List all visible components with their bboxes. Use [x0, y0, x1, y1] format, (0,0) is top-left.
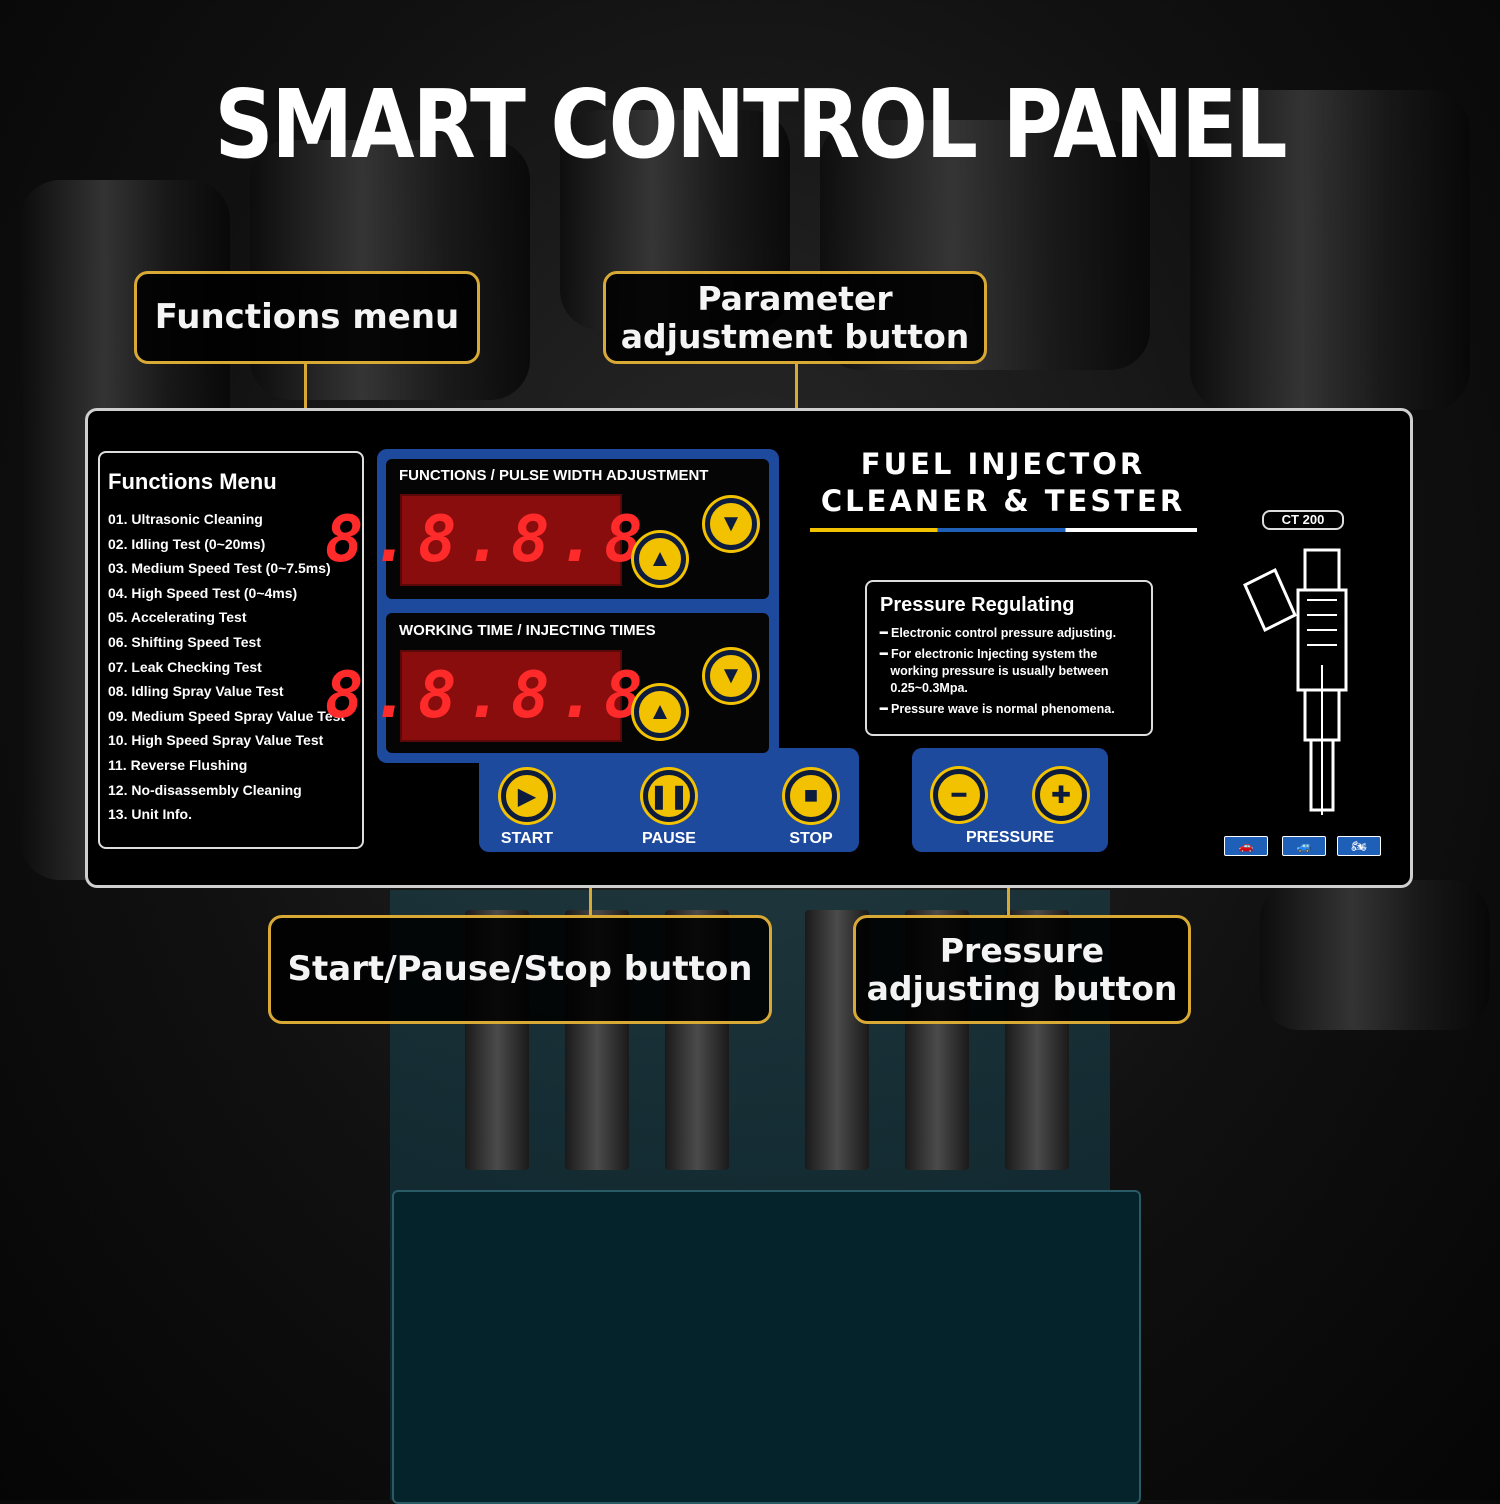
up-arrow-icon: ▲ [648, 545, 672, 572]
suv-icon: 🚙 [1282, 836, 1326, 856]
callout-pressure-line2: adjusting button [866, 968, 1178, 1008]
time-down-button[interactable]: ▼ [705, 650, 757, 702]
callout-pressure-adjusting: Pressure adjusting button [853, 915, 1191, 1024]
callout-functions-menu-text: Functions menu [154, 296, 460, 337]
brand-line1: FUEL INJECTOR [860, 447, 1146, 481]
menu-item: 05. Accelerating Test [108, 609, 247, 626]
pressure-info-line: ━ Pressure wave is normal phenomena. [880, 702, 1115, 716]
callout-functions-menu: Functions menu [134, 271, 480, 364]
function-led-display: 8.8.8.8. [325, 494, 689, 586]
down-arrow-icon: ▼ [719, 510, 743, 537]
machine-mini-panel [392, 1190, 1141, 1504]
functions-menu: Functions Menu 01. Ultrasonic Cleaning 0… [98, 451, 364, 849]
start-button[interactable]: ▶ [501, 770, 553, 822]
motorcycle-icon: 🏍 [1337, 836, 1381, 856]
model-badge: CT 200 [1262, 510, 1344, 530]
pressure-info-line: 0.25~0.3Mpa. [880, 681, 968, 695]
function-display-label: FUNCTIONS / PULSE WIDTH ADJUSTMENT [399, 467, 709, 484]
down-arrow-icon: ▼ [719, 662, 743, 689]
callout-parameter-line1: Parameter [697, 278, 893, 318]
menu-item: 13. Unit Info. [108, 806, 192, 823]
pressure-info-line: ━ For electronic Injecting system the [880, 647, 1098, 661]
page-title: SMART CONTROL PANEL [214, 70, 1287, 181]
menu-item: 01. Ultrasonic Cleaning [108, 511, 263, 527]
menu-item: 08. Idling Spray Value Test [108, 683, 284, 700]
pause-button[interactable]: ❚❚ [643, 770, 695, 822]
play-icon: ▶ [517, 782, 537, 810]
background-cylinder [1190, 90, 1470, 410]
pressure-info-title: Pressure Regulating [880, 594, 1075, 616]
function-down-button[interactable]: ▼ [705, 498, 757, 550]
menu-item: 07. Leak Checking Test [108, 658, 262, 675]
menu-item: 11. Reverse Flushing [108, 756, 248, 773]
callout-parameter-line2: adjustment button [620, 316, 970, 356]
callout-start-pause-stop: Start/Pause/Stop button [268, 915, 772, 1024]
menu-item: 10. High Speed Spray Value Test [108, 732, 324, 749]
functions-menu-title: Functions Menu [108, 469, 277, 494]
time-up-button[interactable]: ▲ [634, 686, 686, 738]
start-label: START [500, 830, 554, 847]
plus-icon: ✚ [1050, 781, 1072, 809]
pressure-plus-button[interactable]: ✚ [1035, 769, 1087, 821]
menu-item: 12. No-disassembly Cleaning [108, 781, 302, 798]
brand-line2: CLEANER & TESTER [820, 484, 1186, 518]
background-cylinder [1260, 880, 1490, 1030]
function-up-button[interactable]: ▲ [634, 533, 686, 585]
minus-icon: ━ [951, 781, 967, 809]
menu-item: 03. Medium Speed Test (0~7.5ms) [108, 560, 331, 577]
menu-item: 09. Medium Speed Spray Value Test [108, 707, 346, 724]
callout-pressure-line1: Pressure [939, 930, 1105, 970]
stop-label: STOP [789, 830, 833, 847]
pressure-info-line: working pressure is usually between [880, 664, 1109, 678]
car-icon: 🚗 [1224, 836, 1268, 856]
brand-underline [810, 528, 1197, 532]
callout-start-pause-stop-text: Start/Pause/Stop button [287, 948, 753, 989]
menu-item: 04. High Speed Test (0~4ms) [108, 584, 298, 601]
injector-icon [1243, 548, 1348, 815]
stop-button[interactable]: ■ [785, 770, 837, 822]
pause-icon: ❚❚ [648, 782, 690, 810]
callout-parameter-adjustment: Parameter adjustment button [603, 271, 987, 364]
pause-label: PAUSE [642, 830, 696, 847]
stop-icon: ■ [803, 782, 819, 809]
menu-item: 02. Idling Test (0~20ms) [108, 535, 266, 552]
up-arrow-icon: ▲ [648, 698, 672, 725]
pressure-minus-button[interactable]: ━ [933, 769, 985, 821]
pressure-info-box: Pressure Regulating ━ Electronic control… [865, 580, 1153, 736]
pressure-label: PRESSURE [965, 829, 1055, 846]
time-led-display: 8.8.8.8. [325, 650, 689, 742]
menu-item: 06. Shifting Speed Test [108, 633, 261, 650]
time-display-label: WORKING TIME / INJECTING TIMES [399, 622, 656, 639]
pressure-info-line: ━ Electronic control pressure adjusting. [880, 626, 1117, 640]
